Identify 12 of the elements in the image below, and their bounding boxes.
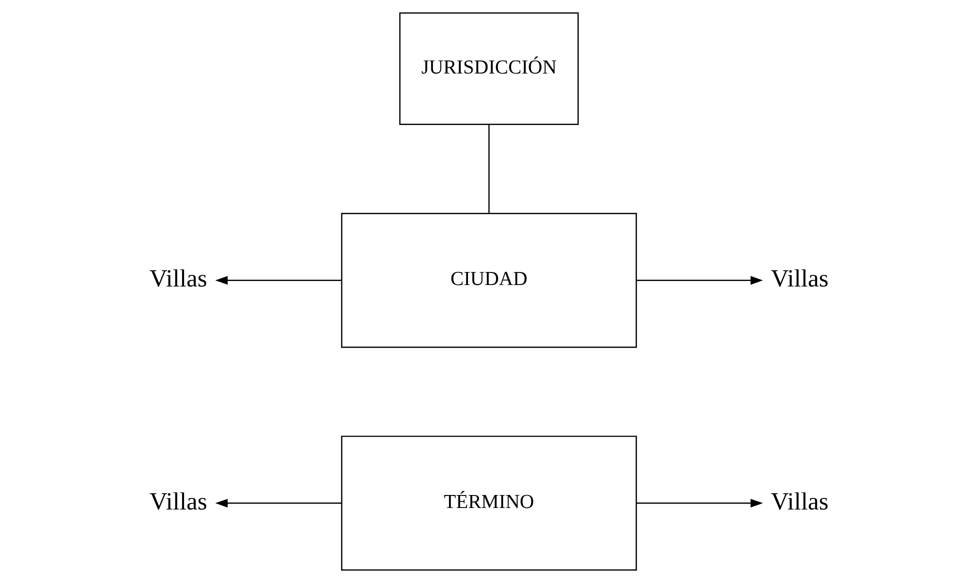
node-text: Villas bbox=[149, 266, 207, 293]
arrow bbox=[214, 498, 341, 508]
node-box: TÉRMINO bbox=[340, 436, 636, 571]
node-box: CIUDAD bbox=[340, 212, 636, 348]
node-text: Villas bbox=[149, 488, 207, 516]
node-box: JURISDICCIÓN bbox=[398, 12, 578, 126]
arrow bbox=[214, 276, 341, 285]
node-text: Villas bbox=[770, 488, 828, 516]
arrow bbox=[636, 276, 762, 285]
node-text: Villas bbox=[770, 266, 828, 293]
connector bbox=[488, 124, 490, 214]
arrow bbox=[636, 498, 762, 508]
